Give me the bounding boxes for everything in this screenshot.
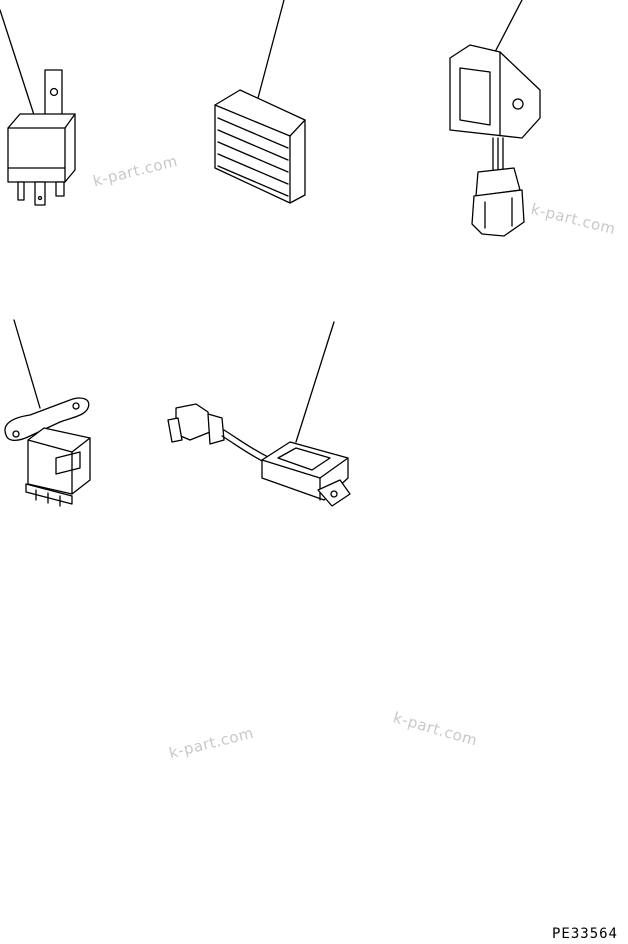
sensor-connector-part [449, 0, 541, 237]
heatsink-part [214, 0, 306, 204]
drawing-code: PE33564 [551, 926, 618, 942]
controller-plug-part [167, 321, 351, 507]
relay-part [0, 9, 76, 206]
flasher-unit-part [4, 319, 91, 507]
